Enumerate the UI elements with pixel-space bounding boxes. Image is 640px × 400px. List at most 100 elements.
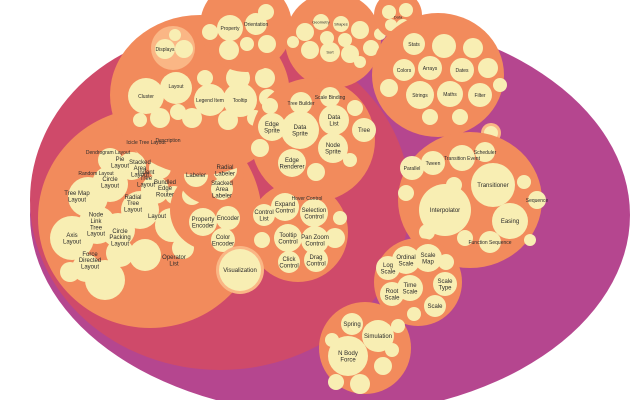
controls-leaf[interactable] bbox=[271, 193, 299, 221]
util-right-leaf[interactable] bbox=[478, 58, 498, 78]
util-right-leaf[interactable] bbox=[468, 83, 492, 107]
scale-leaf[interactable] bbox=[438, 254, 454, 270]
animate-leaf[interactable] bbox=[475, 142, 495, 162]
encoder-leaf[interactable] bbox=[189, 208, 217, 236]
util-leaf[interactable] bbox=[341, 45, 359, 63]
animate-leaf[interactable] bbox=[421, 151, 445, 175]
data-leaf[interactable] bbox=[182, 108, 202, 128]
sprite-leaf[interactable] bbox=[278, 149, 306, 177]
sprite-leaf[interactable] bbox=[251, 139, 269, 157]
controls-leaf[interactable] bbox=[301, 226, 329, 254]
util-right-leaf[interactable] bbox=[452, 109, 468, 125]
layout-leaf[interactable] bbox=[92, 166, 128, 202]
layout-leaf[interactable] bbox=[129, 239, 161, 271]
sprite-leaf[interactable] bbox=[343, 153, 357, 167]
sprite-leaf[interactable] bbox=[290, 92, 312, 114]
data-leaf[interactable] bbox=[133, 113, 147, 127]
labeler-leaf[interactable] bbox=[211, 178, 233, 200]
layout-leaf[interactable] bbox=[141, 176, 169, 204]
animate-leaf[interactable] bbox=[471, 163, 515, 207]
animate-leaf[interactable] bbox=[400, 156, 424, 180]
encoder-leaf[interactable] bbox=[211, 228, 235, 252]
top-left-leaf[interactable] bbox=[258, 35, 276, 53]
util-leaf[interactable] bbox=[301, 41, 319, 59]
animate-leaf[interactable] bbox=[457, 230, 473, 246]
util-leaf[interactable] bbox=[313, 14, 329, 30]
data-leaf[interactable] bbox=[128, 78, 164, 114]
layout-leaf[interactable] bbox=[98, 148, 122, 172]
layout-leaf[interactable] bbox=[101, 213, 135, 247]
controls-leaf[interactable] bbox=[254, 232, 270, 248]
util-leaf[interactable] bbox=[320, 42, 340, 62]
sprite-leaf[interactable] bbox=[262, 98, 278, 114]
encoder-leaf[interactable] bbox=[216, 206, 240, 230]
animate-leaf[interactable] bbox=[517, 175, 531, 189]
scale-leaf[interactable] bbox=[414, 244, 442, 272]
controls-leaf[interactable] bbox=[325, 228, 345, 248]
util-leaf[interactable] bbox=[354, 56, 366, 68]
util-right-leaf[interactable] bbox=[393, 59, 415, 81]
physics-leaf[interactable] bbox=[350, 374, 370, 394]
sprite-leaf[interactable] bbox=[281, 111, 319, 149]
util-leaf[interactable] bbox=[363, 40, 379, 56]
util-leaf[interactable] bbox=[296, 23, 314, 41]
data-leaf[interactable] bbox=[226, 66, 250, 90]
top-left-leaf[interactable] bbox=[219, 40, 239, 60]
sprite-leaf[interactable] bbox=[258, 113, 286, 141]
controls-leaf[interactable] bbox=[274, 224, 302, 252]
top-left-leaf[interactable] bbox=[217, 15, 243, 41]
physics-leaf[interactable] bbox=[391, 319, 405, 333]
util-leaf[interactable] bbox=[287, 36, 299, 48]
scale-leaf[interactable] bbox=[376, 256, 400, 280]
data-leaf[interactable] bbox=[160, 72, 192, 104]
sprite-leaf[interactable] bbox=[307, 163, 325, 181]
util-leaf[interactable] bbox=[351, 21, 369, 39]
top-left-leaf[interactable] bbox=[240, 37, 254, 51]
visualization-leaf[interactable] bbox=[219, 249, 261, 291]
animate-leaf[interactable] bbox=[528, 191, 546, 209]
util-right-leaf[interactable] bbox=[437, 81, 463, 107]
controls-leaf[interactable] bbox=[253, 204, 275, 226]
data-leaf[interactable] bbox=[194, 84, 226, 116]
physics-leaf[interactable] bbox=[341, 313, 363, 335]
util-leaf[interactable] bbox=[320, 31, 334, 45]
util-right-leaf[interactable] bbox=[493, 78, 507, 92]
util-right-leaf[interactable] bbox=[403, 33, 425, 55]
layout-leaf[interactable] bbox=[106, 239, 134, 267]
animate-leaf[interactable] bbox=[419, 224, 435, 240]
top-left-leaf[interactable] bbox=[258, 4, 274, 20]
physics-leaf[interactable] bbox=[385, 343, 399, 357]
controls-leaf[interactable] bbox=[300, 199, 328, 227]
scale-leaf[interactable] bbox=[424, 295, 446, 317]
animate-leaf[interactable] bbox=[419, 184, 471, 236]
sprite-leaf[interactable] bbox=[347, 100, 363, 116]
animate-leaf[interactable] bbox=[446, 177, 462, 193]
data-small-leaf[interactable] bbox=[385, 19, 397, 31]
controls-leaf[interactable] bbox=[304, 248, 328, 272]
sprite-leaf[interactable] bbox=[319, 105, 349, 135]
controls-leaf[interactable] bbox=[278, 251, 300, 273]
sprite-leaf[interactable] bbox=[320, 87, 340, 107]
physics-leaf[interactable] bbox=[362, 320, 394, 352]
data-leaf[interactable] bbox=[218, 110, 238, 130]
animate-leaf[interactable] bbox=[492, 203, 528, 239]
physics-leaf[interactable] bbox=[328, 374, 344, 390]
layout-leaf[interactable] bbox=[60, 262, 80, 282]
controls-leaf[interactable] bbox=[333, 211, 347, 225]
data-leaf[interactable] bbox=[223, 83, 257, 117]
util-right-leaf[interactable] bbox=[450, 58, 474, 82]
scale-leaf[interactable] bbox=[407, 307, 421, 321]
util-right-leaf[interactable] bbox=[406, 81, 434, 109]
animate-leaf[interactable] bbox=[398, 185, 414, 201]
animate-leaf[interactable] bbox=[524, 234, 536, 246]
data-leaf[interactable] bbox=[150, 108, 170, 128]
physics-leaf[interactable] bbox=[374, 357, 392, 375]
sprite-leaf[interactable] bbox=[318, 133, 348, 163]
layout-leaf[interactable] bbox=[118, 152, 146, 180]
util-right-leaf[interactable] bbox=[463, 38, 483, 58]
scale-leaf[interactable] bbox=[433, 272, 457, 296]
top-small-leaf[interactable] bbox=[155, 39, 175, 59]
top-small-leaf[interactable] bbox=[175, 40, 193, 58]
animate-leaf[interactable] bbox=[449, 145, 475, 171]
scale-leaf[interactable] bbox=[380, 282, 404, 306]
